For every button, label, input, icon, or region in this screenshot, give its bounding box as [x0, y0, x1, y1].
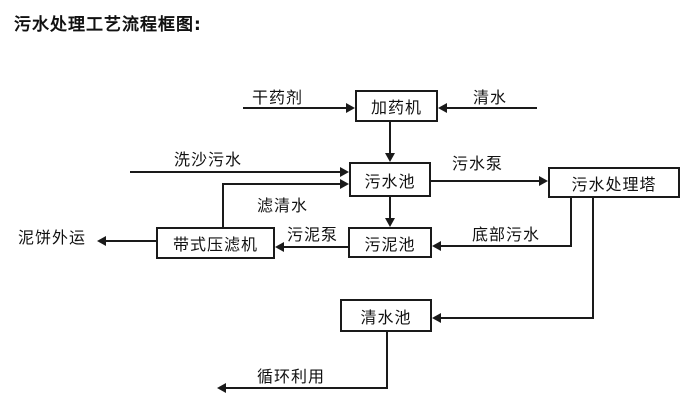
edge-bottom-sewage-hline: [440, 245, 572, 247]
node-belt-filter-press: 带式压滤机: [156, 227, 275, 259]
edge-sludge-pump-line: [283, 246, 348, 248]
edge-recycle-arrowhead-icon: [217, 383, 226, 393]
node-treatment-tower: 污水处理塔: [548, 167, 680, 198]
edge-tower-to-clean-vline: [592, 198, 594, 319]
edge-sand-washing-arrowhead-icon: [340, 167, 349, 177]
edge-bottom-sewage-arrowhead-icon: [432, 241, 441, 251]
edge-sewage-pump-line: [431, 180, 540, 182]
edge-sludge-pump-arrowhead-icon: [275, 242, 284, 252]
edge-mud-cake-line: [105, 240, 156, 242]
node-clean-water-pool: 清水池: [340, 299, 432, 332]
label-mud-cake-out: 泥饼外运: [18, 228, 87, 247]
edge-sewage-to-sludge-line: [389, 197, 391, 219]
node-dosing-machine: 加药机: [355, 90, 438, 122]
edge-bottom-sewage-vline: [570, 198, 572, 247]
edge-dry-agent-arrowhead-icon: [346, 103, 355, 113]
node-sludge-pool: 污泥池: [348, 227, 432, 258]
label-recycle-use: 循环利用: [257, 367, 326, 386]
node-sewage-pool: 污水池: [349, 162, 431, 197]
edge-recycle-vline: [386, 332, 388, 389]
edge-dosing-to-sewage-arrowhead-icon: [385, 153, 395, 162]
edge-tower-to-clean-hline: [440, 317, 594, 319]
edge-dry-agent-line: [243, 107, 346, 109]
label-sand-washing-sewage: 洗沙污水: [174, 150, 243, 169]
label-sludge-pump: 污泥泵: [287, 225, 339, 244]
label-filtered-water: 滤清水: [257, 196, 309, 215]
page-title: 污水处理工艺流程框图:: [14, 15, 202, 35]
edge-filtered-water-arrowhead-icon: [340, 179, 349, 189]
edge-clean-water-line: [447, 107, 537, 109]
edge-sewage-pump-arrowhead-icon: [539, 176, 548, 186]
edge-mud-cake-arrowhead-icon: [97, 236, 106, 246]
edge-tower-to-clean-arrowhead-icon: [432, 313, 441, 323]
label-sewage-pump: 污水泵: [452, 154, 504, 173]
edge-clean-water-arrowhead-icon: [438, 103, 447, 113]
label-dry-agent: 干药剂: [252, 88, 304, 107]
edge-dosing-to-sewage-line: [389, 122, 391, 155]
label-bottom-sewage: 底部污水: [472, 225, 541, 244]
edge-sewage-to-sludge-arrowhead-icon: [385, 218, 395, 227]
edge-recycle-hline: [225, 387, 388, 389]
label-clean-water: 清水: [473, 88, 508, 107]
edge-filtered-water-vline: [222, 183, 224, 227]
edge-sand-washing-line: [130, 171, 342, 173]
edge-filtered-water-hline: [222, 183, 342, 185]
